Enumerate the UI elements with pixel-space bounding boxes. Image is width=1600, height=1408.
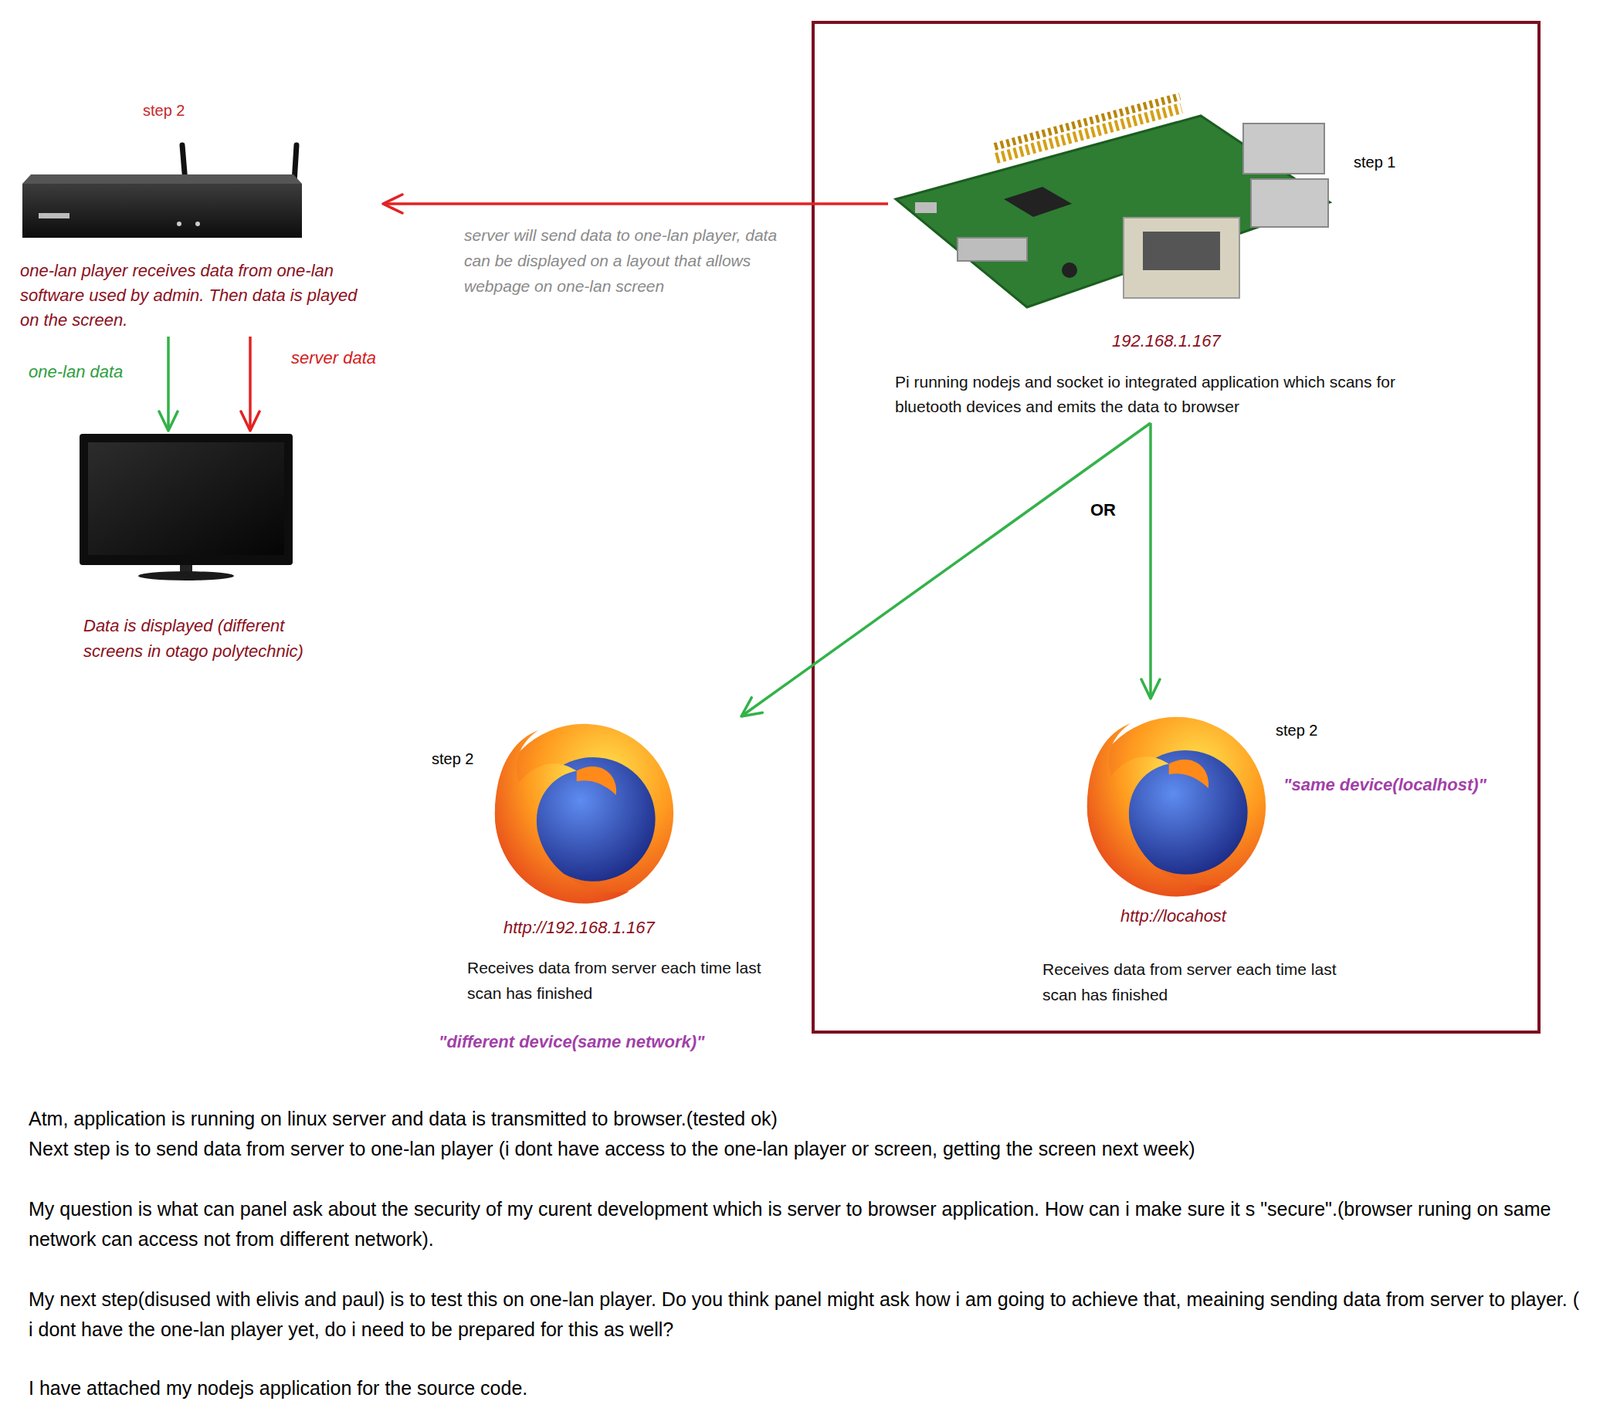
screen-node: Data is displayed (different screens in … xyxy=(77,430,336,668)
flow-arrow xyxy=(741,423,1151,717)
pi-gpio-pins xyxy=(996,108,1182,159)
media-player-illustration xyxy=(22,145,302,238)
choice-label: OR xyxy=(1090,499,1116,523)
device-boundary xyxy=(813,22,1539,1033)
player-led xyxy=(176,221,182,227)
raspberry-pi-illustration xyxy=(895,96,1330,308)
flow-arrow xyxy=(383,202,889,206)
tv-illustration xyxy=(79,433,293,581)
pi-board xyxy=(895,115,1330,308)
pi-hdmi-port xyxy=(957,237,1028,262)
edge-label: one-lan data xyxy=(28,361,123,384)
note-paragraph: I have attached my nodejs application fo… xyxy=(28,1373,1589,1404)
browser-description: Receives data from server each time last… xyxy=(1042,956,1352,1008)
tv-screen xyxy=(88,442,285,556)
flow-arrow xyxy=(166,336,170,431)
note-paragraph: Next step is to send data from server to… xyxy=(28,1134,1589,1165)
tv-frame xyxy=(79,433,293,566)
firefox-icon xyxy=(494,724,674,905)
player-led xyxy=(195,221,200,227)
pi-ethernet-port xyxy=(1123,217,1240,299)
flow-arrow xyxy=(248,336,252,431)
flow-arrow xyxy=(1149,423,1153,699)
pi-ethernet-opening xyxy=(1142,231,1221,271)
media-player-node: step 2 one-lan player receives data from … xyxy=(20,98,384,337)
browser-url: http://192.168.1.167 xyxy=(503,917,655,940)
tv-stand xyxy=(138,571,234,581)
note-paragraph: Atm, application is running on linux ser… xyxy=(28,1104,1589,1135)
pi-chip xyxy=(1003,186,1072,217)
pi-usb-port xyxy=(1250,179,1329,228)
step-label: step 2 xyxy=(1275,720,1318,741)
browser-url: http://locahost xyxy=(1120,905,1227,929)
step-label: step 1 xyxy=(1353,152,1396,173)
remote-browser-node: step 2 http://192.168.1.167Receives data … xyxy=(428,716,780,1058)
pi-description: Pi running nodejs and socket io integrat… xyxy=(894,369,1461,420)
local-browser-node: step 2 "same device(localhost)" http://loc… xyxy=(1038,698,1514,1011)
player-body xyxy=(22,183,302,238)
firefox-icon xyxy=(1087,717,1266,898)
browser-note: "different device(same network)" xyxy=(438,1031,705,1055)
note-paragraph: My question is what can panel ask about … xyxy=(28,1194,1589,1255)
pi-audio-jack xyxy=(1061,262,1078,278)
edge-label: server data xyxy=(291,347,377,370)
pi-gpio-pins xyxy=(994,96,1180,147)
note-paragraph: My next step(disused with elivis and pau… xyxy=(28,1284,1589,1346)
player-top xyxy=(22,174,302,184)
step-label: step 2 xyxy=(431,749,474,770)
edge-label: server will send data to one-lan player,… xyxy=(464,222,798,299)
ip-address: 192.168.1.167 xyxy=(1111,330,1221,353)
browser-description: Receives data from server each time last… xyxy=(467,955,777,1007)
screen-caption: Data is displayed (different screens in … xyxy=(83,613,333,665)
browser-note: "same device(localhost)" xyxy=(1283,774,1487,797)
pi-usb-port xyxy=(1243,123,1325,174)
pi-power-port xyxy=(915,202,937,214)
step-label: step 2 xyxy=(142,100,185,121)
player-caption: one-lan player receives data from one-la… xyxy=(20,258,380,333)
pi-server-node: step 1 192.168.1.167 Pi running nodejs and… xyxy=(888,83,1464,424)
player-logo-mark xyxy=(38,213,70,219)
